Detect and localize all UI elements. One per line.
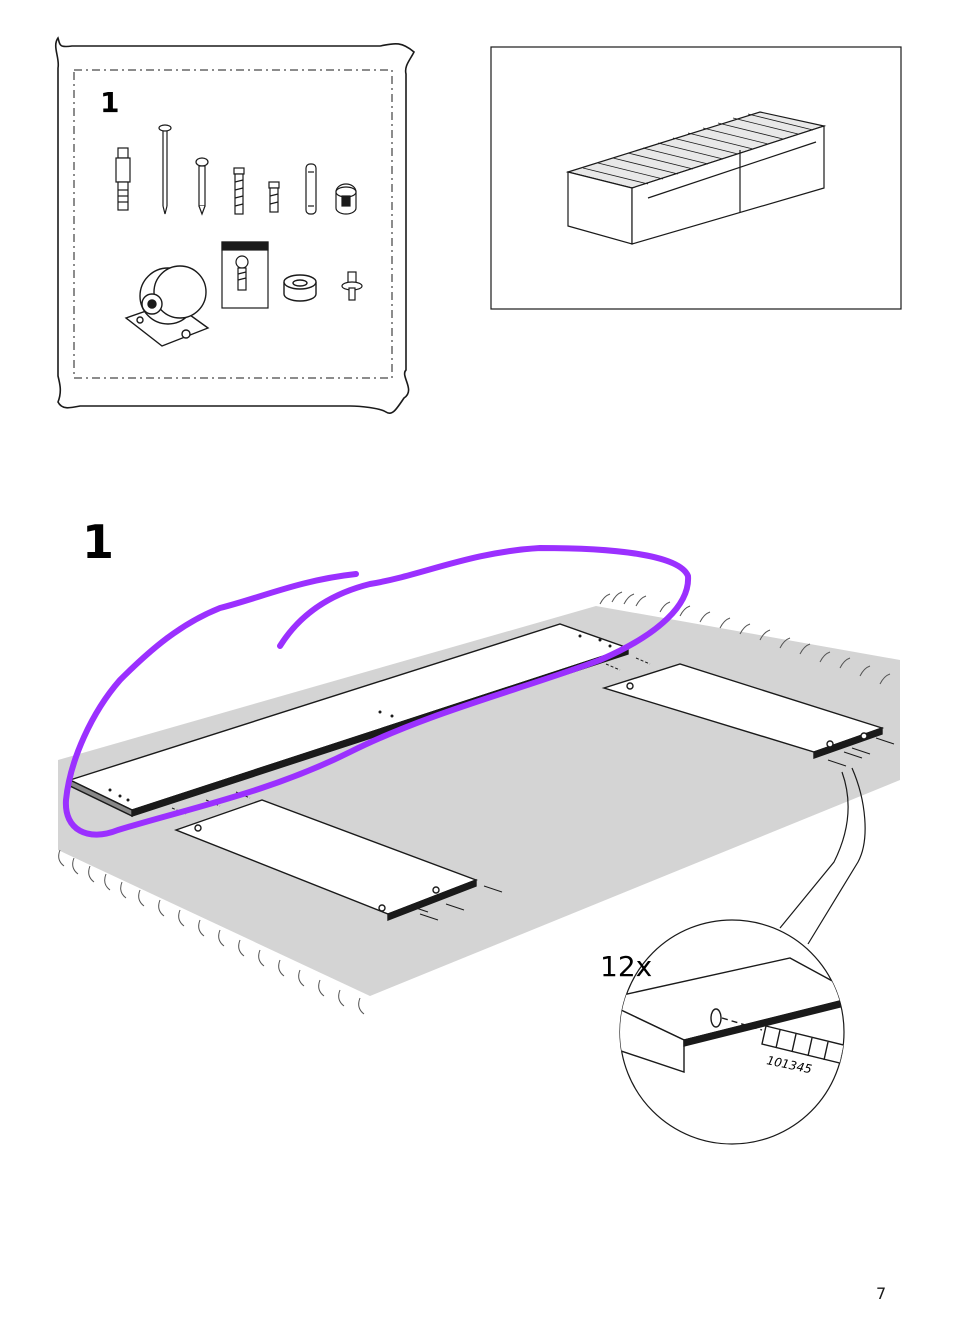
bag-number: 1 [100,86,119,119]
screw-packet-icon [221,241,269,309]
long-screw-icon [158,124,172,215]
cam-lock-icon [335,183,357,215]
dowel-quantity: 12x [600,950,652,983]
dowel-icon [305,163,317,215]
ring-icon [283,274,317,302]
detail-callout-leader [779,767,866,945]
panel-edge-face [620,998,685,1073]
step-number: 1 [82,515,114,569]
short-screw-icon [268,181,280,213]
bed-icon [565,111,827,245]
end-panel-right [601,663,895,767]
finished-product-preview [490,46,902,310]
bag-seal-line [73,69,393,379]
cam-bolt-icon [115,147,131,211]
detail-magnifier [619,919,845,1145]
castor-wheel-icon [124,265,210,347]
screw-icon [195,157,209,216]
page-number: 7 [876,1284,887,1303]
pin-icon [341,271,363,301]
parts-bag: 1 [54,36,415,414]
end-panel-left [173,799,503,922]
threaded-screw-icon [233,167,245,215]
highlight-scribble [62,545,692,838]
